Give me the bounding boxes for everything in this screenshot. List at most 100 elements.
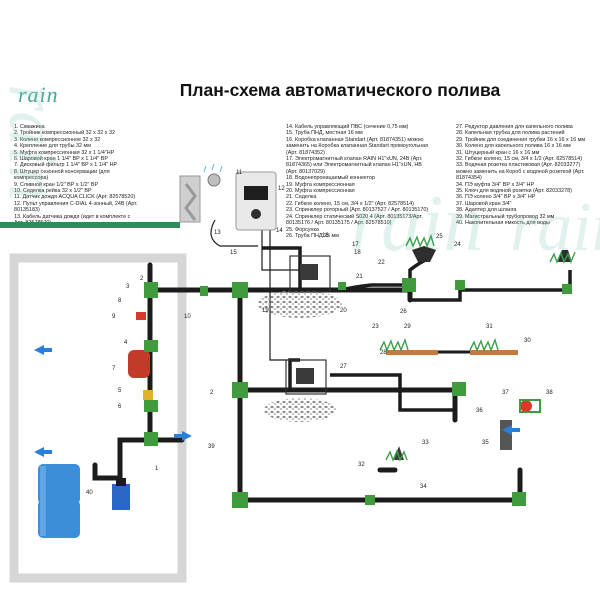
legend-item: можно заменить на Короб с водяной розетк… <box>456 168 585 175</box>
grass-5 <box>469 337 499 352</box>
legend-item: 4. Крепление для трубы 32 мм <box>14 143 91 150</box>
legend-item: 81874365) или Электромагнитный клапан H1… <box>286 162 422 169</box>
legend-item: 1. Скважина <box>14 124 45 130</box>
callout-21: 21 <box>356 274 363 280</box>
legend-item: (Арт. 81874352) <box>286 149 325 156</box>
legend-item: 24. Спринклер статический S020 4 (Арт. 8… <box>286 213 423 220</box>
valve-box-2 <box>285 359 327 395</box>
callout-30: 30 <box>524 338 531 344</box>
callout-23: 23 <box>372 324 379 330</box>
legend-item: 35. Ключ для водяной розетки (Арт. 82033… <box>456 188 572 195</box>
controller-dial <box>251 209 261 219</box>
legend-item: 22. Гибкое колено, 15 см, 3/4 x 1/2" (Ар… <box>286 200 414 207</box>
legend-item: 28. Капельная трубка для полива растений <box>456 130 565 137</box>
watermark-left: rain <box>0 84 71 201</box>
main-pipes <box>92 262 523 503</box>
callout-31: 31 <box>486 324 493 330</box>
callout-33: 33 <box>422 440 429 446</box>
legend-item: 23. Спринклер роторный (Арт. 80137527 / … <box>286 207 429 214</box>
callout-3: 3 <box>126 284 130 290</box>
control-cable <box>210 219 300 361</box>
callout-24: 24 <box>454 242 461 248</box>
gravel-bed-2 <box>264 398 336 422</box>
callout-8: 8 <box>118 298 122 304</box>
legend-item: 7. Дисковый фильтр 1 1/4" ВР x 1 1/4" НР <box>14 162 118 169</box>
rain-drops <box>203 163 223 173</box>
callout-39: 39 <box>208 444 215 450</box>
rotor-sprinkler <box>412 246 436 262</box>
controller-display <box>244 186 268 200</box>
legend-item: 11. Датчик дождя ACQUA CLICK (Арт. 82578… <box>14 194 136 201</box>
callout-15: 15 <box>230 250 237 256</box>
callout-20: 20 <box>340 308 347 314</box>
callout-35: 35 <box>482 440 489 446</box>
legend-item: 20. Муфта компрессионная <box>286 188 355 195</box>
callout-18: 18 <box>354 250 361 256</box>
hose-tap <box>500 420 512 450</box>
callout-5: 5 <box>118 388 122 394</box>
callout-38: 38 <box>546 390 553 396</box>
legend-item: 32. Гибкое колено, 15 см, 3/4 x 1/2 (Арт… <box>456 156 583 163</box>
callout-27: 27 <box>340 364 347 370</box>
callout-25: 25 <box>436 234 443 240</box>
legend-item: 8. Штуцер сезонной консервации (для <box>14 168 110 175</box>
rain-logo: rain <box>18 82 59 107</box>
legend-item: 36. ПЭ колено 3/4" ВР x 3/4" НР <box>456 194 536 201</box>
callout-34: 34 <box>420 484 427 490</box>
legend-column-2: 14. Кабель управляющий ПВС (сечение 0,75… <box>286 124 446 239</box>
valve-box-1 <box>289 255 331 293</box>
legend-item: 80135176 / Арт. 80135175 / Арт. 82578510… <box>286 220 392 227</box>
callout-2: 2 <box>140 276 144 282</box>
callout-13: 13 <box>214 230 221 236</box>
water-tank-top <box>38 464 80 504</box>
utility-room-wall <box>9 253 187 583</box>
legend-item: 27. Редуктор давления для капельного пол… <box>456 124 573 130</box>
legend-item: 19. Муфта компрессионная <box>286 181 355 188</box>
solenoid-valve-2 <box>296 368 314 384</box>
legend-item: заменить на Коробка клапанная Standart п… <box>286 143 429 150</box>
legend-item: 33. Водяная розетка пластиковая (Арт. 82… <box>456 162 581 169</box>
legend-item: 31. Штуцерный кран с 16 x 16 мм <box>456 149 540 156</box>
callout-11: 11 <box>236 170 243 176</box>
callout-17: 17 <box>352 242 359 248</box>
callout-7: 7 <box>112 366 116 372</box>
grass-2 <box>549 251 576 264</box>
callout-10: 10 <box>184 314 191 320</box>
callout-37: 37 <box>502 390 509 396</box>
drain-fitting <box>143 390 153 400</box>
grass-3 <box>385 449 408 462</box>
legend-item: 2. Тройник компрессионный 32 x 32 x 32 <box>14 130 115 137</box>
callout-22: 22 <box>378 260 385 266</box>
callout-29: 29 <box>404 324 411 330</box>
legend-item: 37. Шаровой кран 3/4" <box>456 200 512 207</box>
solenoid-valve-1 <box>300 264 318 280</box>
callout-9: 9 <box>112 314 116 320</box>
callout-28: 28 <box>380 350 387 356</box>
hose-adapter <box>519 399 541 413</box>
ball-valve-handle <box>520 400 532 412</box>
legend-item: 18. Водонепроницаемый коннектор <box>286 175 375 182</box>
legend-item: 21. Седелка <box>286 194 317 201</box>
legend-item: 39. Магистральный трубопровод 32 мм <box>456 213 555 220</box>
legend-item: 30. Колено для капельного полива 16 x 16… <box>456 143 571 150</box>
flow-arrows <box>34 345 520 457</box>
grass-1 <box>405 233 435 248</box>
callout-numbers: 1 2 2 3 4 5 6 7 8 9 10 11 12 13 14 15 16… <box>86 170 553 496</box>
irrigation-controller <box>235 171 277 231</box>
legend-item: 6. Шаровой кран 1 1/4" ВР x 1 1/4" ВР <box>14 156 108 163</box>
well-pump <box>112 484 130 510</box>
legend-item: 5. Муфта компрессионная 32 x 1 1/4"НР <box>14 149 115 156</box>
callout-6: 6 <box>118 404 122 410</box>
legend-item: 17. Электромагнитный клапан RAIN H1"xUN,… <box>286 156 423 163</box>
rain-sensor <box>207 173 221 187</box>
drip-line-2 <box>470 350 518 355</box>
water-tank-bottom <box>38 500 80 538</box>
callout-4: 4 <box>124 340 128 346</box>
callout-19: 19 <box>262 308 269 314</box>
legend-item: 16. Коробка клапанная Standart (Арт. 818… <box>286 136 424 143</box>
disc-filter <box>128 350 150 378</box>
legend-item: 80135183) <box>14 207 40 214</box>
legend-item: 13. Кабель датчика дождя (идет в комплек… <box>14 213 131 220</box>
